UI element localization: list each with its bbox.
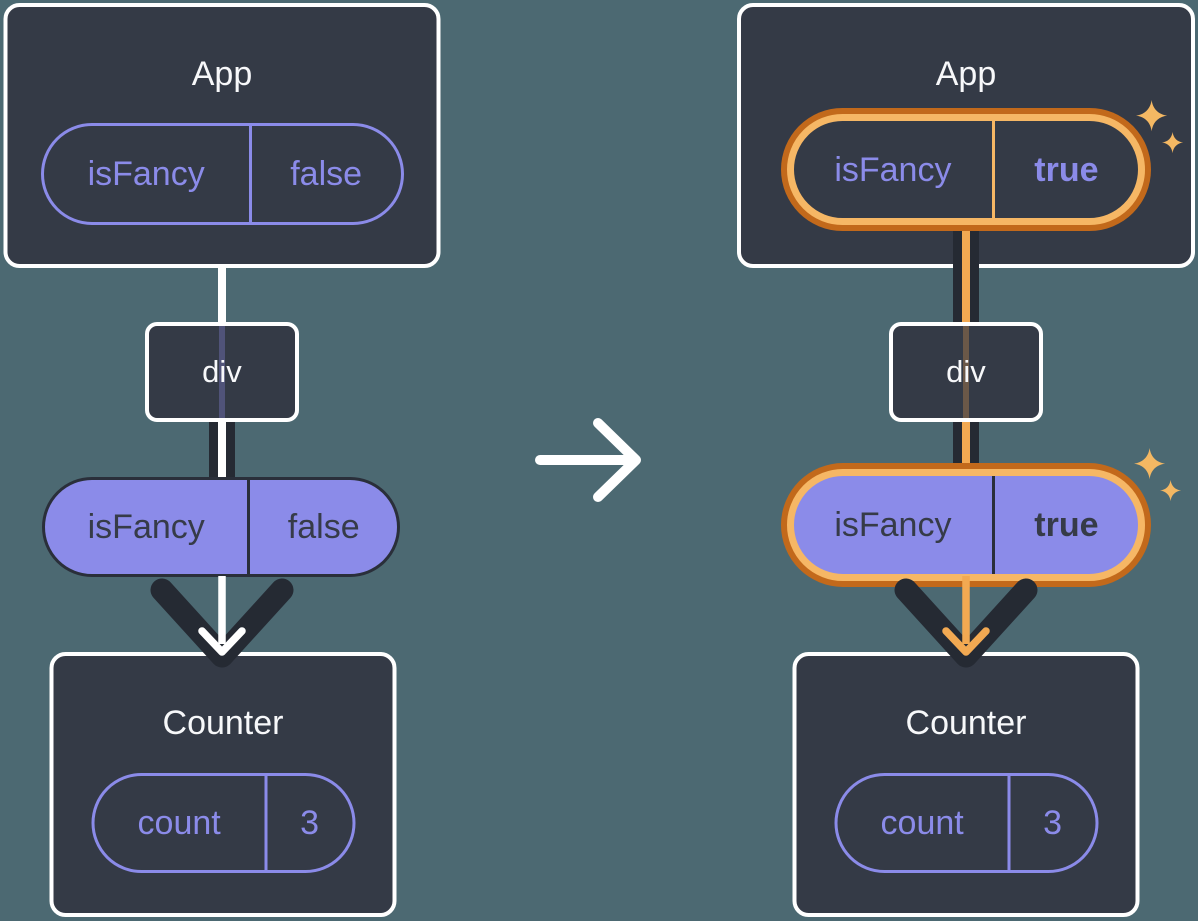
prop-name: isFancy bbox=[87, 508, 205, 546]
passed-prop-pill-after: isFancy true bbox=[787, 469, 1145, 581]
app-to-div-connector-after bbox=[953, 225, 979, 325]
div-card-before: div bbox=[145, 322, 299, 422]
count-state-pill-before: count 3 bbox=[91, 773, 355, 873]
sparkles-icon bbox=[1134, 448, 1182, 502]
counter-title: Counter bbox=[905, 704, 1027, 742]
state-value: 3 bbox=[1007, 776, 1095, 870]
prop-value: false bbox=[247, 480, 397, 574]
sparkles-icon bbox=[1136, 100, 1184, 154]
connector-thread bbox=[219, 326, 225, 418]
prop-value: false bbox=[248, 126, 401, 222]
down-arrow-icon-highlighted bbox=[894, 576, 1038, 668]
isfancy-prop-pill-app-before: isFancy false bbox=[40, 123, 404, 225]
counter-card-after: Counter count 3 bbox=[792, 652, 1140, 917]
down-arrow-icon bbox=[150, 576, 294, 668]
connector-thread bbox=[963, 326, 969, 418]
prop-value: true bbox=[991, 121, 1138, 218]
app-card-before: App isFancy false bbox=[3, 3, 441, 268]
div-card-after: div bbox=[889, 322, 1043, 422]
prop-name: isFancy bbox=[87, 155, 205, 193]
app-title: App bbox=[935, 55, 997, 93]
state-name: count bbox=[880, 804, 964, 842]
state-value: 3 bbox=[264, 776, 352, 870]
count-state-pill-after: count 3 bbox=[834, 773, 1098, 873]
counter-title: Counter bbox=[162, 704, 284, 742]
prop-name: isFancy bbox=[834, 150, 952, 189]
div-title: div bbox=[202, 354, 242, 389]
app-title: App bbox=[191, 55, 253, 93]
div-to-prop-connector-before bbox=[209, 420, 235, 480]
passed-prop-pill-before: isFancy false bbox=[42, 477, 400, 577]
state-name: count bbox=[137, 804, 221, 842]
prop-name: isFancy bbox=[834, 506, 952, 544]
div-title: div bbox=[946, 354, 986, 389]
app-to-div-connector-before bbox=[218, 266, 226, 324]
right-arrow-icon bbox=[535, 418, 641, 502]
isfancy-prop-pill-app-after: isFancy true bbox=[787, 114, 1145, 225]
prop-value: true bbox=[991, 476, 1138, 574]
counter-card-before: Counter count 3 bbox=[49, 652, 397, 917]
